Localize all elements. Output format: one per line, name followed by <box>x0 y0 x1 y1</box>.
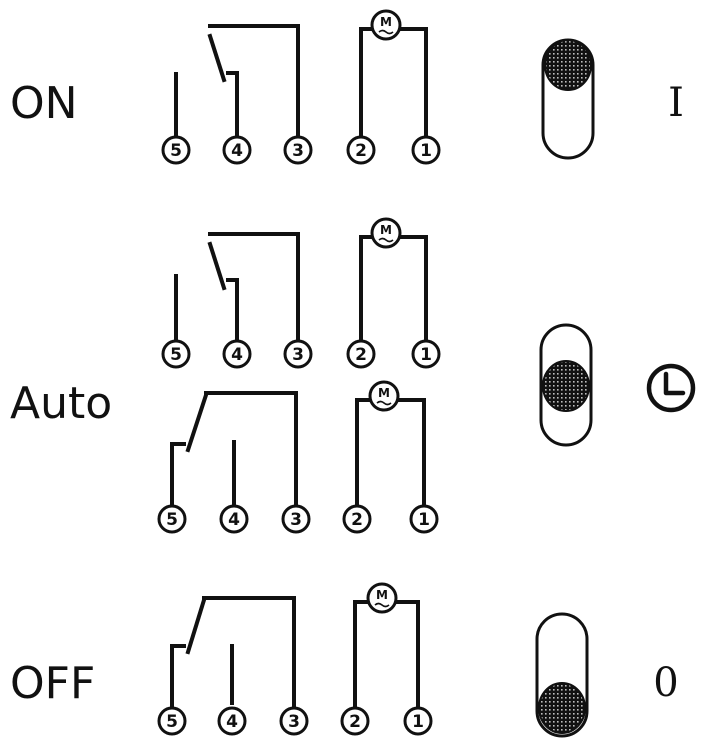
indicator-symbol: 0 <box>653 660 678 706</box>
switch-arm <box>185 597 207 655</box>
terminal-number: 5 <box>166 510 178 530</box>
terminal: 3 <box>281 504 311 534</box>
terminal-number: 2 <box>355 345 367 365</box>
circuit: M 5 4 3 2 1 <box>157 380 439 534</box>
mode-auto: Auto M 5 4 3 2 1 <box>10 217 696 534</box>
wire-terminal-3 <box>202 596 296 707</box>
motor-label: M <box>380 15 392 29</box>
motor-label: M <box>380 223 392 237</box>
switch-arm <box>207 241 227 291</box>
motor-label: M <box>378 386 390 400</box>
terminal-number: 4 <box>228 510 240 530</box>
terminal: 2 <box>340 706 370 736</box>
circuit: M 5 4 3 2 1 <box>161 217 441 369</box>
wire-terminal-3 <box>204 391 298 507</box>
wire-terminal-5 <box>170 442 186 507</box>
terminal: 4 <box>217 706 247 736</box>
wire-terminal-2 <box>359 27 374 138</box>
motor-icon: M <box>370 9 402 41</box>
switch-arm <box>207 33 227 83</box>
mode-label: OFF <box>10 658 95 709</box>
mode-label: Auto <box>10 378 112 429</box>
mode-off: OFF M 5 4 3 2 1 0 <box>10 582 679 738</box>
mode-label: ON <box>10 78 78 129</box>
switch-knob <box>544 39 592 91</box>
terminal: 1 <box>411 135 441 165</box>
rocker-switch-top <box>541 38 595 160</box>
terminal-number: 3 <box>288 712 300 732</box>
motor-icon: M <box>370 217 402 249</box>
indicator-symbol: I <box>668 80 684 126</box>
terminal-number: 5 <box>170 141 182 161</box>
wire-terminal-4 <box>226 278 239 342</box>
wire-terminal-3 <box>208 232 300 342</box>
rocker-switch-bottom <box>535 612 589 738</box>
terminal: 1 <box>403 706 433 736</box>
wire-terminal-2 <box>355 398 372 507</box>
terminal: 4 <box>219 504 249 534</box>
terminal: 4 <box>222 135 252 165</box>
terminal: 3 <box>283 135 313 165</box>
terminal: 2 <box>346 135 376 165</box>
switch-knob <box>542 360 590 412</box>
circuit: M 5 4 3 2 1 <box>161 9 441 165</box>
clock-icon <box>646 363 696 413</box>
terminal: 2 <box>342 504 372 534</box>
terminal: 5 <box>157 706 187 736</box>
terminal-number: 2 <box>351 510 363 530</box>
switch-arm <box>185 392 209 453</box>
circuit: M 5 4 3 2 1 <box>157 582 433 736</box>
wire-terminal-1 <box>398 27 428 138</box>
terminal: 1 <box>409 504 439 534</box>
motor-icon: M <box>368 380 400 412</box>
wire-terminal-2 <box>353 600 370 707</box>
switch-knob <box>538 682 586 734</box>
terminal-number: 2 <box>355 141 367 161</box>
terminal-number: 1 <box>420 141 432 161</box>
terminal: 3 <box>279 706 309 736</box>
terminal-number: 4 <box>231 141 243 161</box>
rocker-switch-middle <box>539 323 593 447</box>
terminal-number: 3 <box>292 141 304 161</box>
terminal-number: 4 <box>226 712 238 732</box>
terminal-number: 1 <box>412 712 424 732</box>
wire-terminal-2 <box>359 235 374 342</box>
terminal-number: 2 <box>349 712 361 732</box>
motor-label: M <box>376 588 388 602</box>
wire-terminal-3 <box>208 24 300 138</box>
terminal-number: 1 <box>418 510 430 530</box>
wire-terminal-1 <box>396 398 426 507</box>
terminal-number: 5 <box>170 345 182 365</box>
terminal-number: 5 <box>166 712 178 732</box>
terminal: 5 <box>161 135 191 165</box>
terminal-number: 4 <box>231 345 243 365</box>
wire-terminal-5 <box>170 644 186 707</box>
terminal: 4 <box>222 339 252 369</box>
terminal: 3 <box>283 339 313 369</box>
terminal: 5 <box>157 504 187 534</box>
motor-icon: M <box>366 582 398 614</box>
terminal: 1 <box>411 339 441 369</box>
wire-terminal-4 <box>226 71 239 138</box>
terminal-number: 3 <box>290 510 302 530</box>
wire-terminal-1 <box>398 235 428 342</box>
terminal-number: 1 <box>420 345 432 365</box>
mode-on: ON M 5 4 3 2 1 <box>10 9 684 165</box>
terminal: 2 <box>346 339 376 369</box>
terminal: 5 <box>161 339 191 369</box>
wire-terminal-1 <box>394 600 420 707</box>
terminal-number: 3 <box>292 345 304 365</box>
